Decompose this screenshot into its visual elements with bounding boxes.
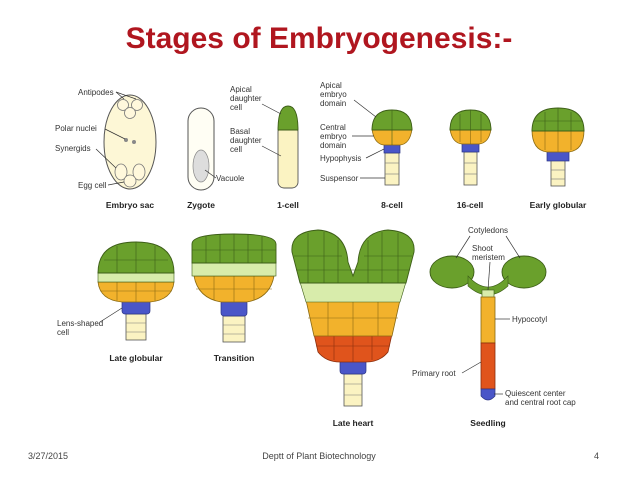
caption-16-cell: 16-cell xyxy=(457,200,483,210)
label-synergids: Synergids xyxy=(55,144,91,153)
caption-transition: Transition xyxy=(214,353,255,363)
caption-early-globular: Early globular xyxy=(530,200,587,210)
label-suspensor: Suspensor xyxy=(320,174,359,183)
label-vacuole: Vacuole xyxy=(216,174,245,183)
caption-8-cell: 8-cell xyxy=(381,200,403,210)
label-egg-cell: Egg cell xyxy=(78,181,107,190)
label-primary-root: Primary root xyxy=(412,369,456,378)
caption-late-heart: Late heart xyxy=(333,418,374,428)
label-central-embryo-domain: Central embryo domain xyxy=(320,123,349,150)
label-hypocotyl: Hypocotyl xyxy=(512,315,547,324)
zygote-figure xyxy=(187,107,215,191)
one-cell-figure xyxy=(277,105,299,189)
label-apical-embryo-domain: Apical embryo domain xyxy=(320,81,349,108)
caption-seedling: Seedling xyxy=(470,418,505,428)
transition-figure xyxy=(191,233,277,343)
caption-1-cell: 1-cell xyxy=(277,200,299,210)
caption-zygote: Zygote xyxy=(187,200,215,210)
label-polar-nuclei: Polar nuclei xyxy=(55,124,97,133)
seedling-figure xyxy=(429,255,547,401)
sixteen-cell-figure xyxy=(449,109,492,186)
footer-date: 3/27/2015 xyxy=(28,451,69,461)
footer-page-number: 4 xyxy=(594,451,600,461)
late-globular-figure xyxy=(97,241,175,341)
label-apical-daughter-cell: Apical daughter cell xyxy=(230,85,264,112)
label-quiescent-center: Quiescent center and central root cap xyxy=(505,389,576,407)
label-cotyledons: Cotyledons xyxy=(468,226,508,235)
caption-late-globular: Late globular xyxy=(109,353,163,363)
label-antipodes: Antipodes xyxy=(78,88,114,97)
late-heart-figure xyxy=(291,229,415,407)
slide-title: Stages of Embryogenesis:- xyxy=(125,22,513,55)
embryo-sac-figure xyxy=(103,94,157,190)
caption-embryo-sac: Embryo sac xyxy=(106,200,154,210)
label-lens-shaped-cell: Lens-shaped cell xyxy=(57,319,106,337)
label-hypophysis: Hypophysis xyxy=(320,154,361,163)
label-basal-daughter-cell: Basal daughter cell xyxy=(230,127,264,154)
early-globular-figure xyxy=(531,107,585,187)
eight-cell-figure xyxy=(371,109,413,186)
label-shoot-meristem: Shoot meristem xyxy=(472,244,505,262)
footer-department: Deptt of Plant Biotechnology xyxy=(262,451,376,461)
